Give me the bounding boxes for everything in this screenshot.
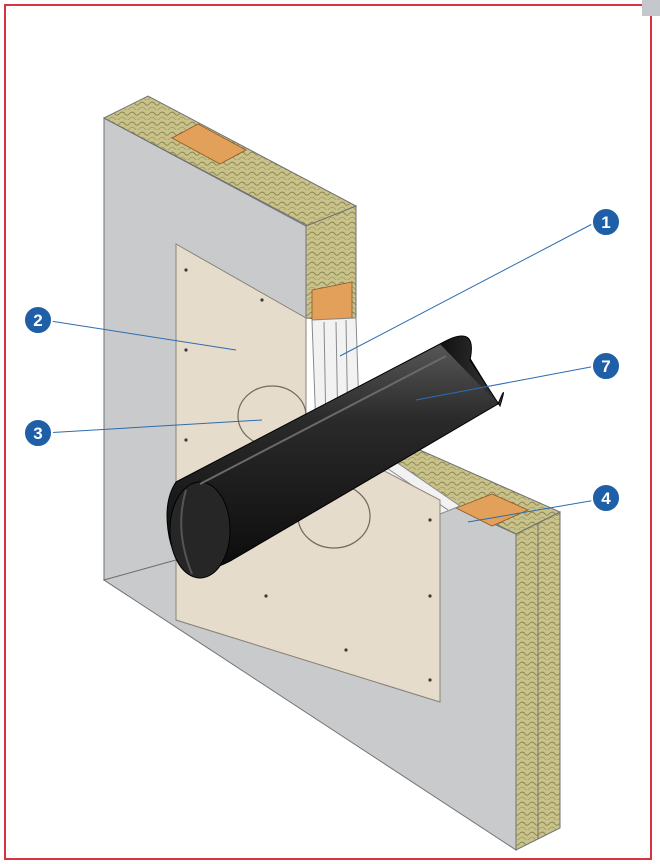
pipe-end [169,481,231,579]
svg-text:3: 3 [33,424,42,443]
callout-3: 3 [23,418,53,448]
callout-1: 1 [591,207,621,237]
svg-text:1: 1 [601,213,610,232]
callout-2: 2 [23,305,53,335]
callout-7: 7 [591,351,621,381]
leader-lines [43,221,597,523]
pipe-cut-inner [439,335,504,408]
svg-text:7: 7 [601,357,610,376]
wood-stud-top [171,123,247,165]
svg-text:2: 2 [33,311,42,330]
corner-tab [642,0,660,16]
svg-text:4: 4 [601,489,611,508]
callout-4: 4 [591,483,621,513]
figure-frame [4,4,652,860]
board-screws [184,268,432,682]
